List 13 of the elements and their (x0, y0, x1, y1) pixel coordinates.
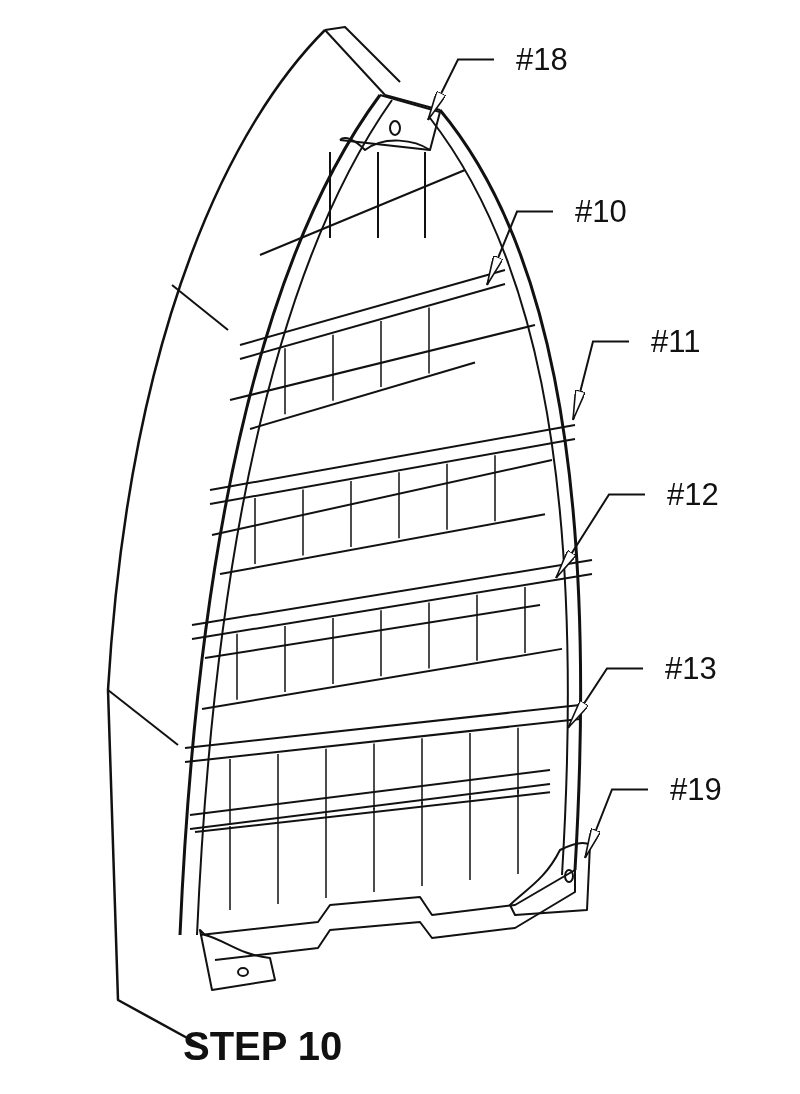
leader-line (486, 210, 554, 286)
callout-number: #19 (648, 774, 722, 805)
step-title: STEP 10 (183, 1026, 343, 1066)
callout-number: #13 (643, 653, 717, 684)
leader-line (567, 667, 644, 729)
callout-number: #12 (645, 479, 719, 510)
callout-number: #18 (494, 44, 568, 75)
leader-line (584, 788, 649, 859)
leader-line (427, 58, 495, 121)
leader-line (555, 493, 646, 579)
callout-number: #10 (553, 196, 627, 227)
callout-number: #11 (629, 326, 701, 357)
leader-line (572, 340, 630, 421)
